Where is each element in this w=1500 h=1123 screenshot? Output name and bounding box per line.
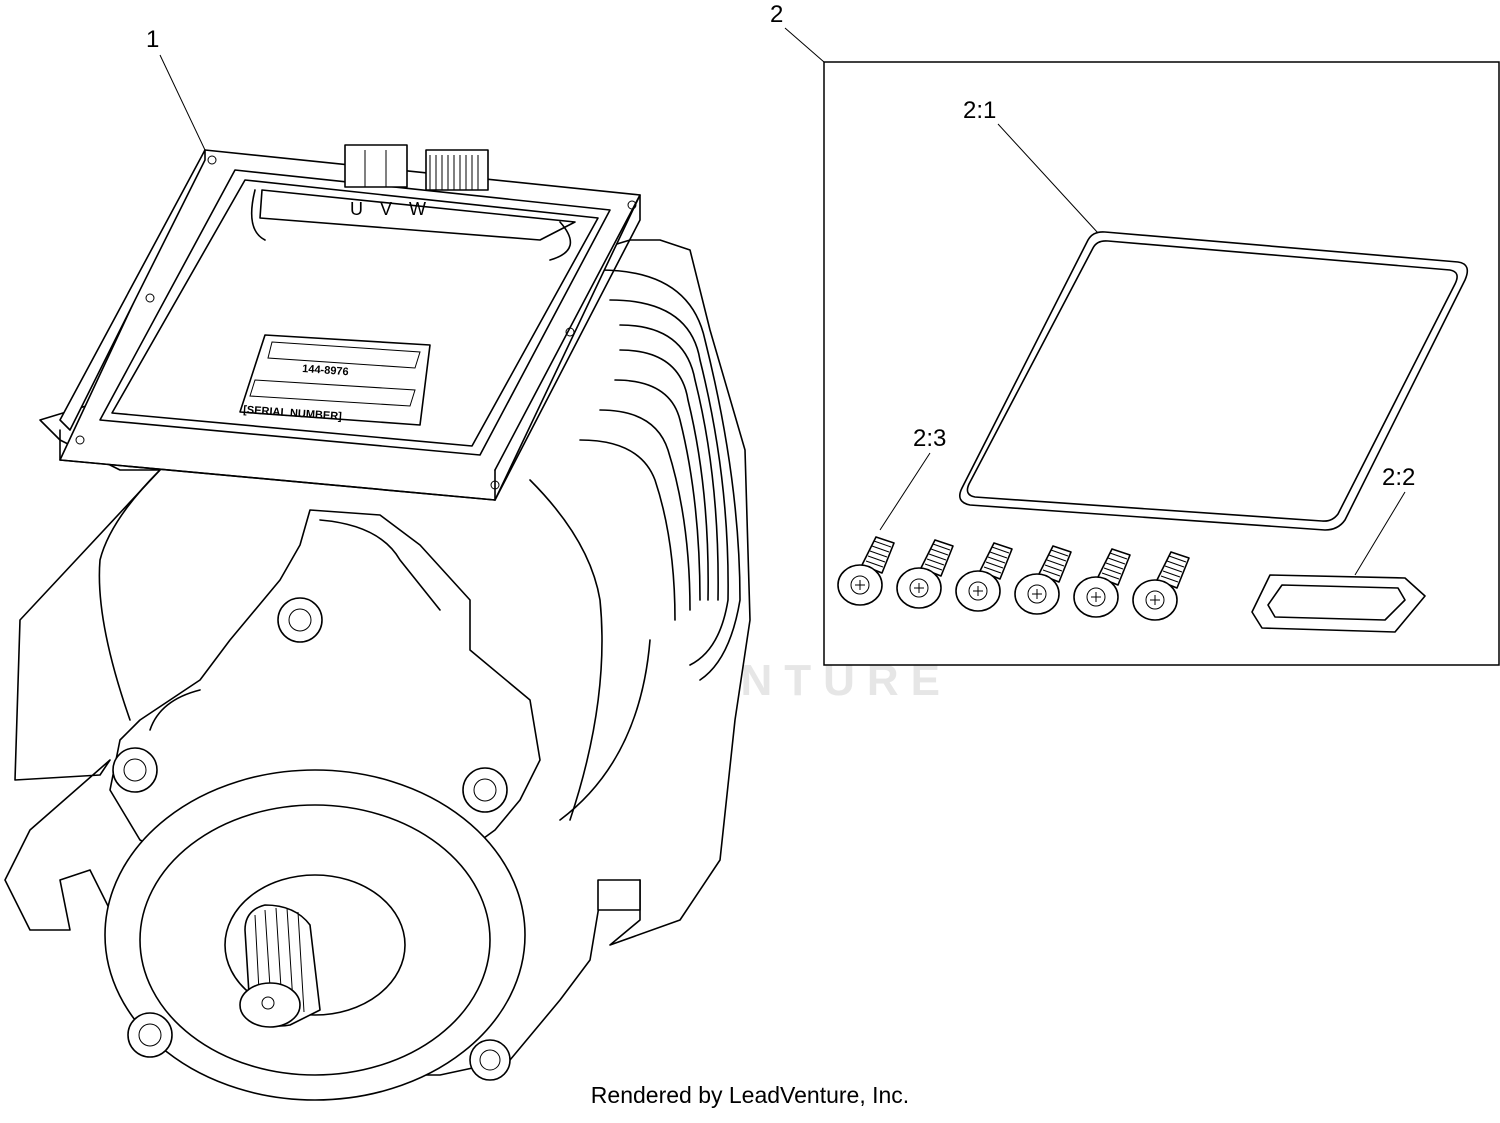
leader-line-2-1 <box>997 123 1099 234</box>
leader-line-2-2 <box>1354 491 1406 576</box>
leader-line-1 <box>159 54 206 151</box>
nameplate: 144-8976 [SERIAL NUMBER] <box>239 334 431 426</box>
screw[interactable] <box>1132 551 1190 621</box>
part-number-label: 144-8976 <box>302 363 349 378</box>
leader-line-2 <box>784 27 825 63</box>
terminal-label: U V W <box>350 199 432 219</box>
housing-bolt <box>112 747 158 793</box>
callout-2[interactable]: 2 <box>770 1 783 28</box>
kit-box <box>823 61 1500 666</box>
callout-2-1[interactable]: 2:1 <box>963 97 996 124</box>
screw[interactable] <box>1014 545 1072 615</box>
housing-bolt <box>277 597 323 643</box>
callout-1[interactable]: 1 <box>146 26 159 53</box>
screw[interactable] <box>955 542 1013 612</box>
housing-bolt <box>462 767 508 813</box>
screw-set <box>837 536 1190 621</box>
callout-2-3[interactable]: 2:3 <box>913 425 946 452</box>
housing-bolt <box>127 1012 173 1058</box>
footer-credit: Rendered by LeadVenture, Inc. <box>590 1082 910 1108</box>
screw[interactable] <box>1073 548 1131 618</box>
screw[interactable] <box>837 536 895 606</box>
motor-assembly[interactable]: U V W 144-8976 [SERIAL NUMBER] <box>4 144 751 1101</box>
housing-bolt <box>469 1039 511 1081</box>
gasket[interactable] <box>959 231 1469 531</box>
screw[interactable] <box>896 539 954 609</box>
leader-line-2-3 <box>879 452 931 531</box>
seal-pad[interactable] <box>1251 574 1426 633</box>
callout-2-2[interactable]: 2:2 <box>1382 464 1415 491</box>
